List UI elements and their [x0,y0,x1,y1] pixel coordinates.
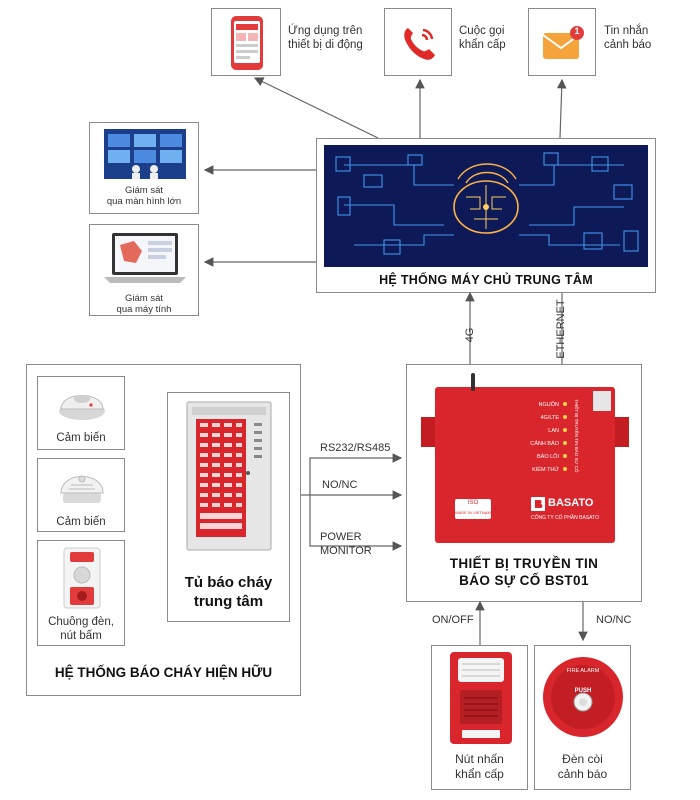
device-antenna [471,373,475,391]
bell-button-icon [63,547,101,609]
basato-logo-icon [531,497,545,511]
device-status-leds [563,402,567,471]
central-server-box: HỆ THỐNG MÁY CHỦ TRUNG TÂM [316,138,656,293]
link-rs-label: RS232/RS485 [320,442,391,454]
alert-badge-count: 1 [574,26,580,36]
siren-bell-icon [543,657,623,737]
alert-message-box: 1 [528,8,596,76]
smart-network-illustration [324,145,648,267]
device-brand: BASATO [548,497,594,509]
big-screen-monitoring-icon [104,129,186,179]
laptop-monitoring-icon [104,233,186,283]
sensor-2-label: Cảm biến [56,516,106,528]
existing-system-title: HỆ THỐNG BÁO CHÁY HIỆN HỮU [54,665,273,680]
uplink-4g-label: 4G [464,327,476,343]
emergency-call-box [384,8,452,76]
sensor-2-box: Cảm biến [37,458,125,532]
mobile-app-box [211,8,281,76]
device-side-text: THIẾT BỊ TRUYỀN TIN BÁO SỰ CỐ [574,399,579,473]
link-onoff-label: ON/OFF [432,614,474,626]
device-company: CÔNG TY CỔ PHẦN BASATO [531,515,599,521]
sensor-1-label: Cảm biến [56,432,106,444]
emergency-push-button-icon [450,652,512,744]
fire-alarm-panel-icon [186,401,272,551]
heat-sensor-icon [59,395,105,420]
link-nonc-label: NO/NC [322,479,358,491]
device-mount-left [421,417,435,447]
siren-push-text: PUSH [574,688,592,694]
siren-top-text: FIRE ALARM [566,668,600,674]
smoke-sensor-icon [60,475,104,503]
device-mount-right [615,417,629,447]
link-bottom-nonc-label: NO/NC [596,614,632,626]
message-alert-icon [542,26,584,59]
server-title: HỆ THỐNG MÁY CHỦ TRUNG TÂM [379,273,593,287]
bell-button-label: Chuông đèn,nút bấm [48,616,114,642]
uplink-ethernet-label: ETHERNET [555,299,567,359]
phone-call-icon [404,28,435,60]
bell-button-box: Chuông đèn,nút bấm [37,540,125,646]
device-label-sticker [593,391,611,411]
smartphone-app-icon [231,16,263,70]
sensor-1-box: Cảm biến [37,376,125,450]
